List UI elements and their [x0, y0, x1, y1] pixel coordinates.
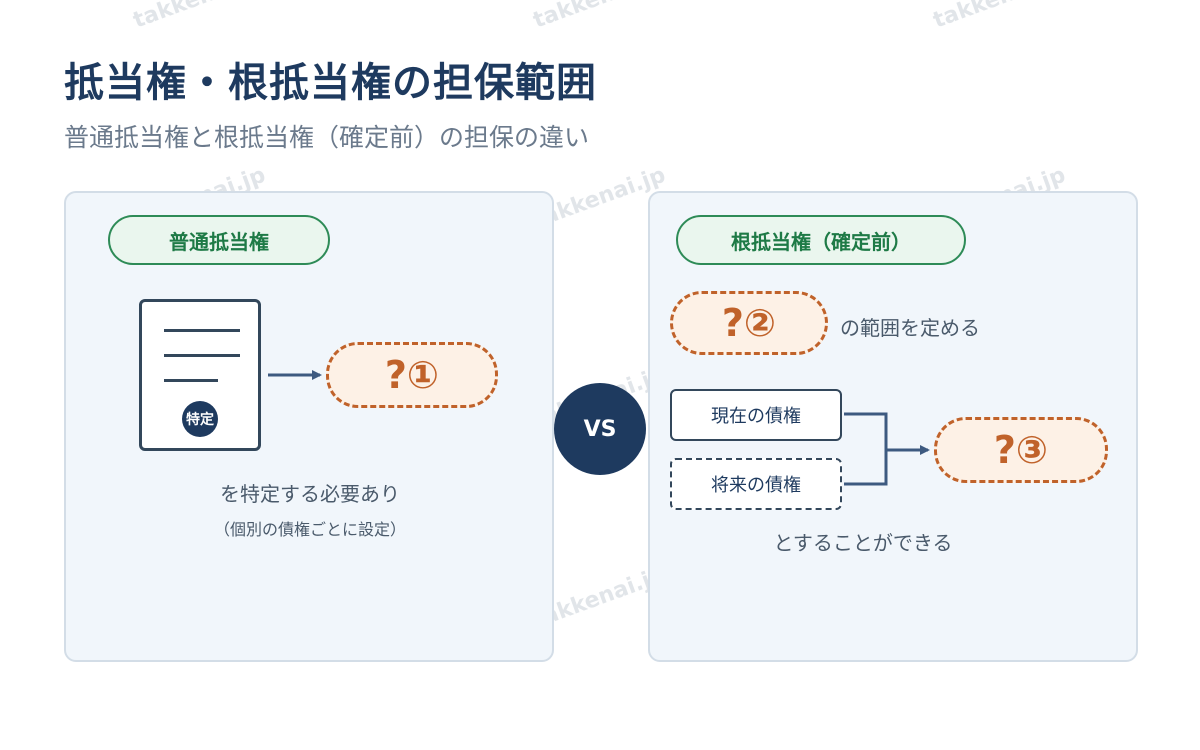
- left-caption: を特定する必要あり: [220, 482, 400, 506]
- question-1: ?①: [326, 342, 498, 408]
- watermark: takkenai.jp: [130, 0, 269, 33]
- future-claim-box: 将来の債権: [670, 458, 842, 510]
- left-panel-label: 普通抵当権: [108, 215, 330, 265]
- right-panel-label: 根抵当権（確定前）: [676, 215, 966, 265]
- question-2: ?②: [670, 291, 828, 355]
- doc-badge: 特定: [182, 401, 218, 437]
- range-text: の範囲を定める: [840, 316, 980, 340]
- page-subtitle: 普通抵当権と根抵当権（確定前）の担保の違い: [64, 123, 590, 152]
- left-note: （個別の債権ごとに設定）: [213, 520, 406, 539]
- right-caption: とすることができる: [773, 531, 953, 555]
- vs-badge: VS: [554, 383, 646, 475]
- watermark: takkenai.jp: [530, 0, 669, 33]
- document-icon: 特定: [139, 299, 261, 451]
- current-claim-box: 現在の債権: [670, 389, 842, 441]
- page-title: 抵当権・根抵当権の担保範囲: [64, 60, 597, 106]
- question-3: ?③: [934, 417, 1108, 483]
- watermark: takkenai.jp: [930, 0, 1069, 33]
